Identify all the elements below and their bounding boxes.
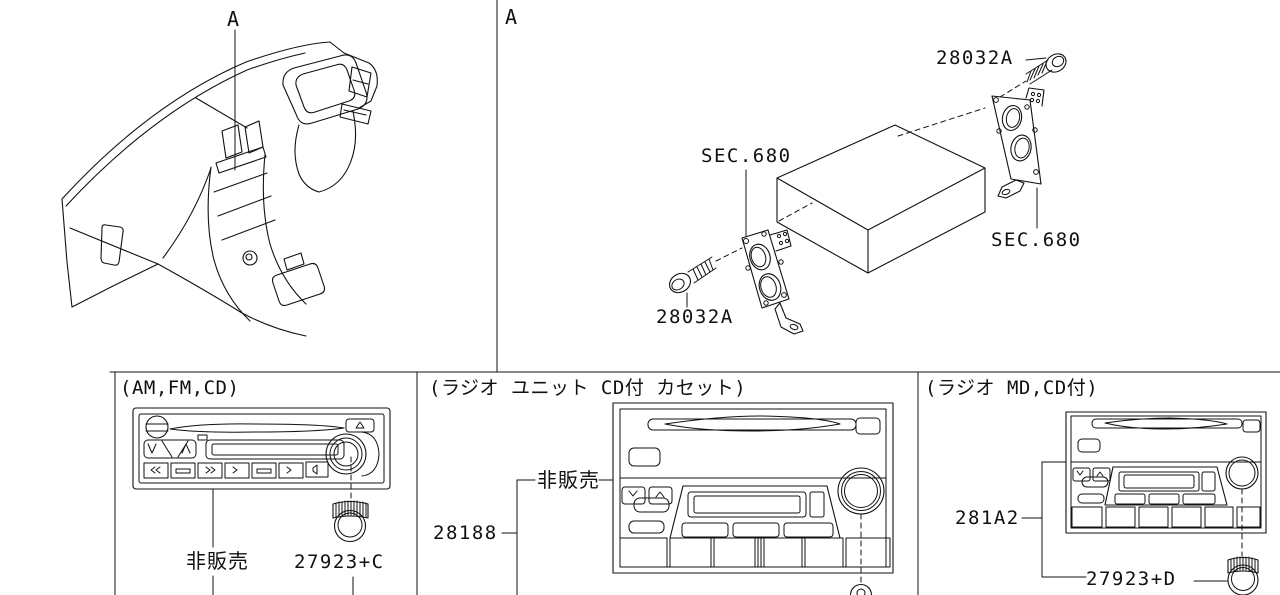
- exploded-view: [668, 53, 1067, 335]
- panel3-title: (ラジオ MD,CD付): [925, 377, 1099, 399]
- dashboard-illustration: [61, 29, 378, 337]
- panel1-not-sold-label: 非販売: [186, 549, 249, 573]
- sec-ref-right: SEC.680: [991, 229, 1082, 251]
- exploded-callout-a: A: [505, 5, 518, 29]
- panel3-unit-part-no: 281A2: [955, 507, 1020, 529]
- panel1-radio-unit: [132, 407, 391, 490]
- installation-axis: [715, 80, 1027, 262]
- section-dividers: [109, 0, 1280, 595]
- panel3-knob-part-no: 27923+D: [1086, 568, 1177, 590]
- panel3-radio-unit: [1065, 411, 1267, 534]
- part-label-screw-top: 28032A: [936, 47, 1014, 69]
- panel1-annotations: [212, 456, 369, 595]
- part-label-screw-bottom: 28032A: [656, 306, 734, 328]
- mounting-bracket-left: [741, 229, 804, 335]
- panel2-title: (ラジオ ユニット CD付 カセット): [429, 377, 747, 399]
- panel2-unit-part-no: 28188: [433, 522, 498, 544]
- panel1-knob-part-no: 27923+C: [294, 551, 385, 573]
- radio-unit-box: [776, 124, 986, 274]
- bottom-buttons: [619, 537, 891, 568]
- mounting-bracket-right: [991, 87, 1045, 199]
- panel2-not-sold-label: 非販売: [537, 468, 600, 492]
- screw-bottom: [668, 256, 717, 294]
- dashboard-callout-a: A: [227, 7, 240, 31]
- knob-partial: [849, 583, 873, 595]
- panel2-annotations: [501, 479, 873, 595]
- screw-top: [1025, 53, 1067, 85]
- preset-buttons: [143, 461, 329, 479]
- bottom-buttons: [1071, 506, 1261, 528]
- knob-27923D: [1227, 556, 1259, 595]
- knob-27923C: [332, 500, 369, 543]
- leader-lines: [686, 57, 1047, 308]
- eject-icon: [355, 421, 365, 429]
- panel2-radio-unit: [612, 402, 894, 574]
- speaker-icon: [312, 464, 318, 475]
- panel1-title: (AM,FM,CD): [120, 377, 240, 399]
- sec-ref-left: SEC.680: [701, 145, 792, 167]
- panel3-annotations: [1021, 461, 1259, 595]
